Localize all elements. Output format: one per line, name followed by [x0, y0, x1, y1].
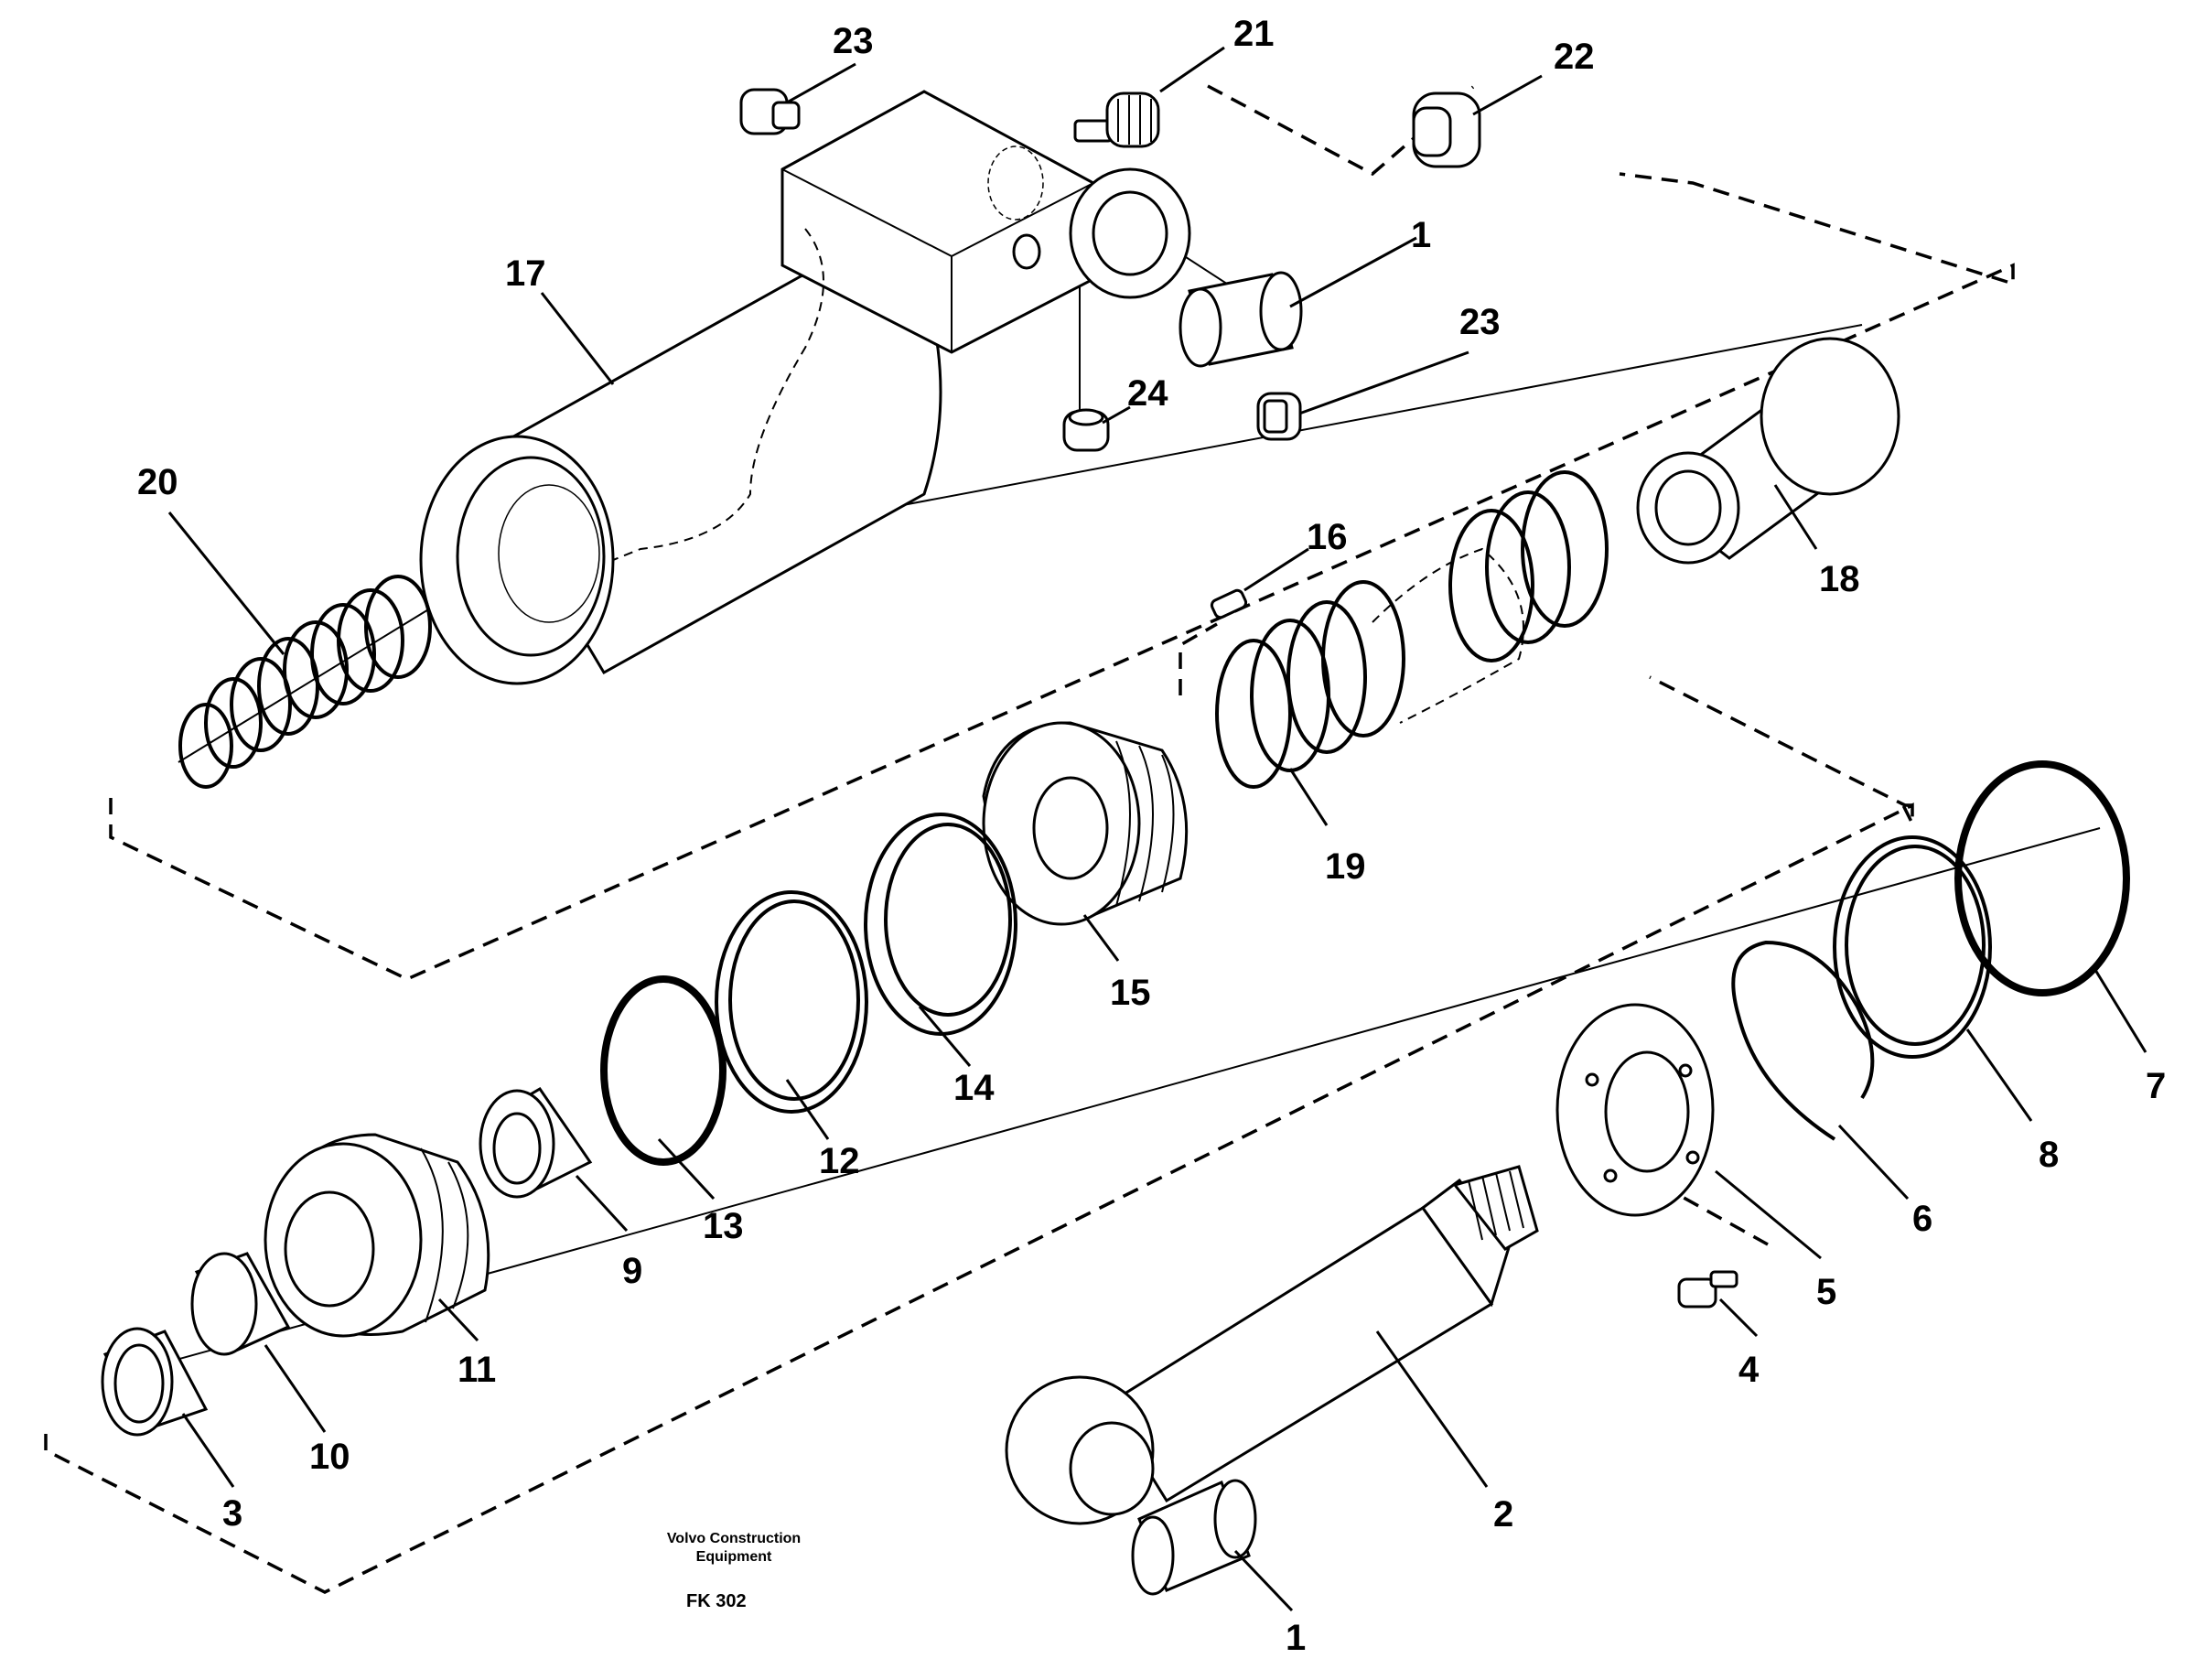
plug-23-top: [739, 88, 801, 135]
spring-part-19: [1215, 470, 1609, 789]
ring-part-14: [864, 813, 1017, 1036]
callout-7: 7: [2146, 1066, 2166, 1106]
rings-part-10-and-3: [101, 1252, 291, 1437]
callout-4: 4: [1738, 1350, 1760, 1390]
callout-9: 9: [622, 1251, 642, 1291]
caption-line-1: Volvo Construction: [667, 1531, 801, 1546]
seal-rings-upper: [600, 813, 1017, 1166]
caption-line-2: Equipment: [696, 1549, 772, 1565]
callout-6: 6: [1912, 1199, 1932, 1239]
cylinder-barrel-part-17: [419, 90, 1191, 685]
spring-part-20: [178, 575, 432, 789]
bushing-1-upper: [1179, 271, 1303, 368]
callout-3: 3: [222, 1493, 242, 1534]
bushing-1-lower: [1131, 1479, 1257, 1596]
callout-22: 22: [1554, 37, 1595, 77]
ring-part-7: [1954, 760, 2130, 996]
callout-19: 19: [1325, 846, 1366, 887]
piston-rod-part-2: [1005, 1165, 1539, 1525]
plugs: [739, 88, 1481, 452]
callout-numbers: 23 21 22 1 17 23 24 20 16 18 19 15 14 12…: [137, 14, 2166, 1658]
bushing-part-9: [479, 1087, 593, 1199]
callout-1-lower: 1: [1286, 1618, 1306, 1658]
callout-24: 24: [1127, 373, 1168, 414]
fitting-21: [1073, 92, 1160, 148]
callout-14: 14: [953, 1068, 995, 1108]
callout-11: 11: [457, 1350, 496, 1390]
piston-part-15: [982, 721, 1189, 926]
ring-part-8: [1833, 835, 1992, 1059]
callout-13: 13: [703, 1206, 744, 1246]
callout-23-side: 23: [1459, 302, 1501, 342]
figure-code: FK 302: [686, 1591, 747, 1611]
callout-23-top: 23: [833, 21, 874, 61]
callout-8: 8: [2039, 1135, 2059, 1175]
callout-15: 15: [1110, 973, 1151, 1013]
callout-10: 10: [309, 1437, 350, 1477]
callout-20: 20: [137, 462, 178, 502]
guide-sleeve-part-18: [1636, 337, 1900, 565]
seal-rings-lower: [1731, 760, 2130, 1141]
callout-2: 2: [1493, 1494, 1513, 1535]
pin-part-16: [1210, 588, 1248, 619]
screw-part-4: [1677, 1270, 1738, 1308]
callout-12: 12: [819, 1141, 860, 1181]
ring-part-12: [715, 890, 868, 1114]
ring-part-13: [600, 975, 727, 1166]
plug-22: [1412, 92, 1481, 168]
washer-part-5: [1555, 1003, 1715, 1217]
callout-17: 17: [505, 253, 546, 294]
callout-5: 5: [1816, 1272, 1836, 1312]
ring-part-6: [1731, 940, 1875, 1141]
callout-18: 18: [1819, 559, 1860, 599]
cylinder-head-part-11: [264, 1133, 490, 1338]
leader-lines: [167, 46, 2147, 1612]
callout-1-upper: 1: [1411, 215, 1431, 255]
callout-16: 16: [1307, 517, 1348, 557]
plug-24: [1062, 408, 1110, 452]
plug-23-side: [1256, 392, 1302, 441]
callout-21: 21: [1233, 14, 1275, 54]
figure-caption: Volvo Construction Equipment FK 302: [667, 1531, 801, 1611]
assembly-frames: [44, 84, 2015, 1594]
